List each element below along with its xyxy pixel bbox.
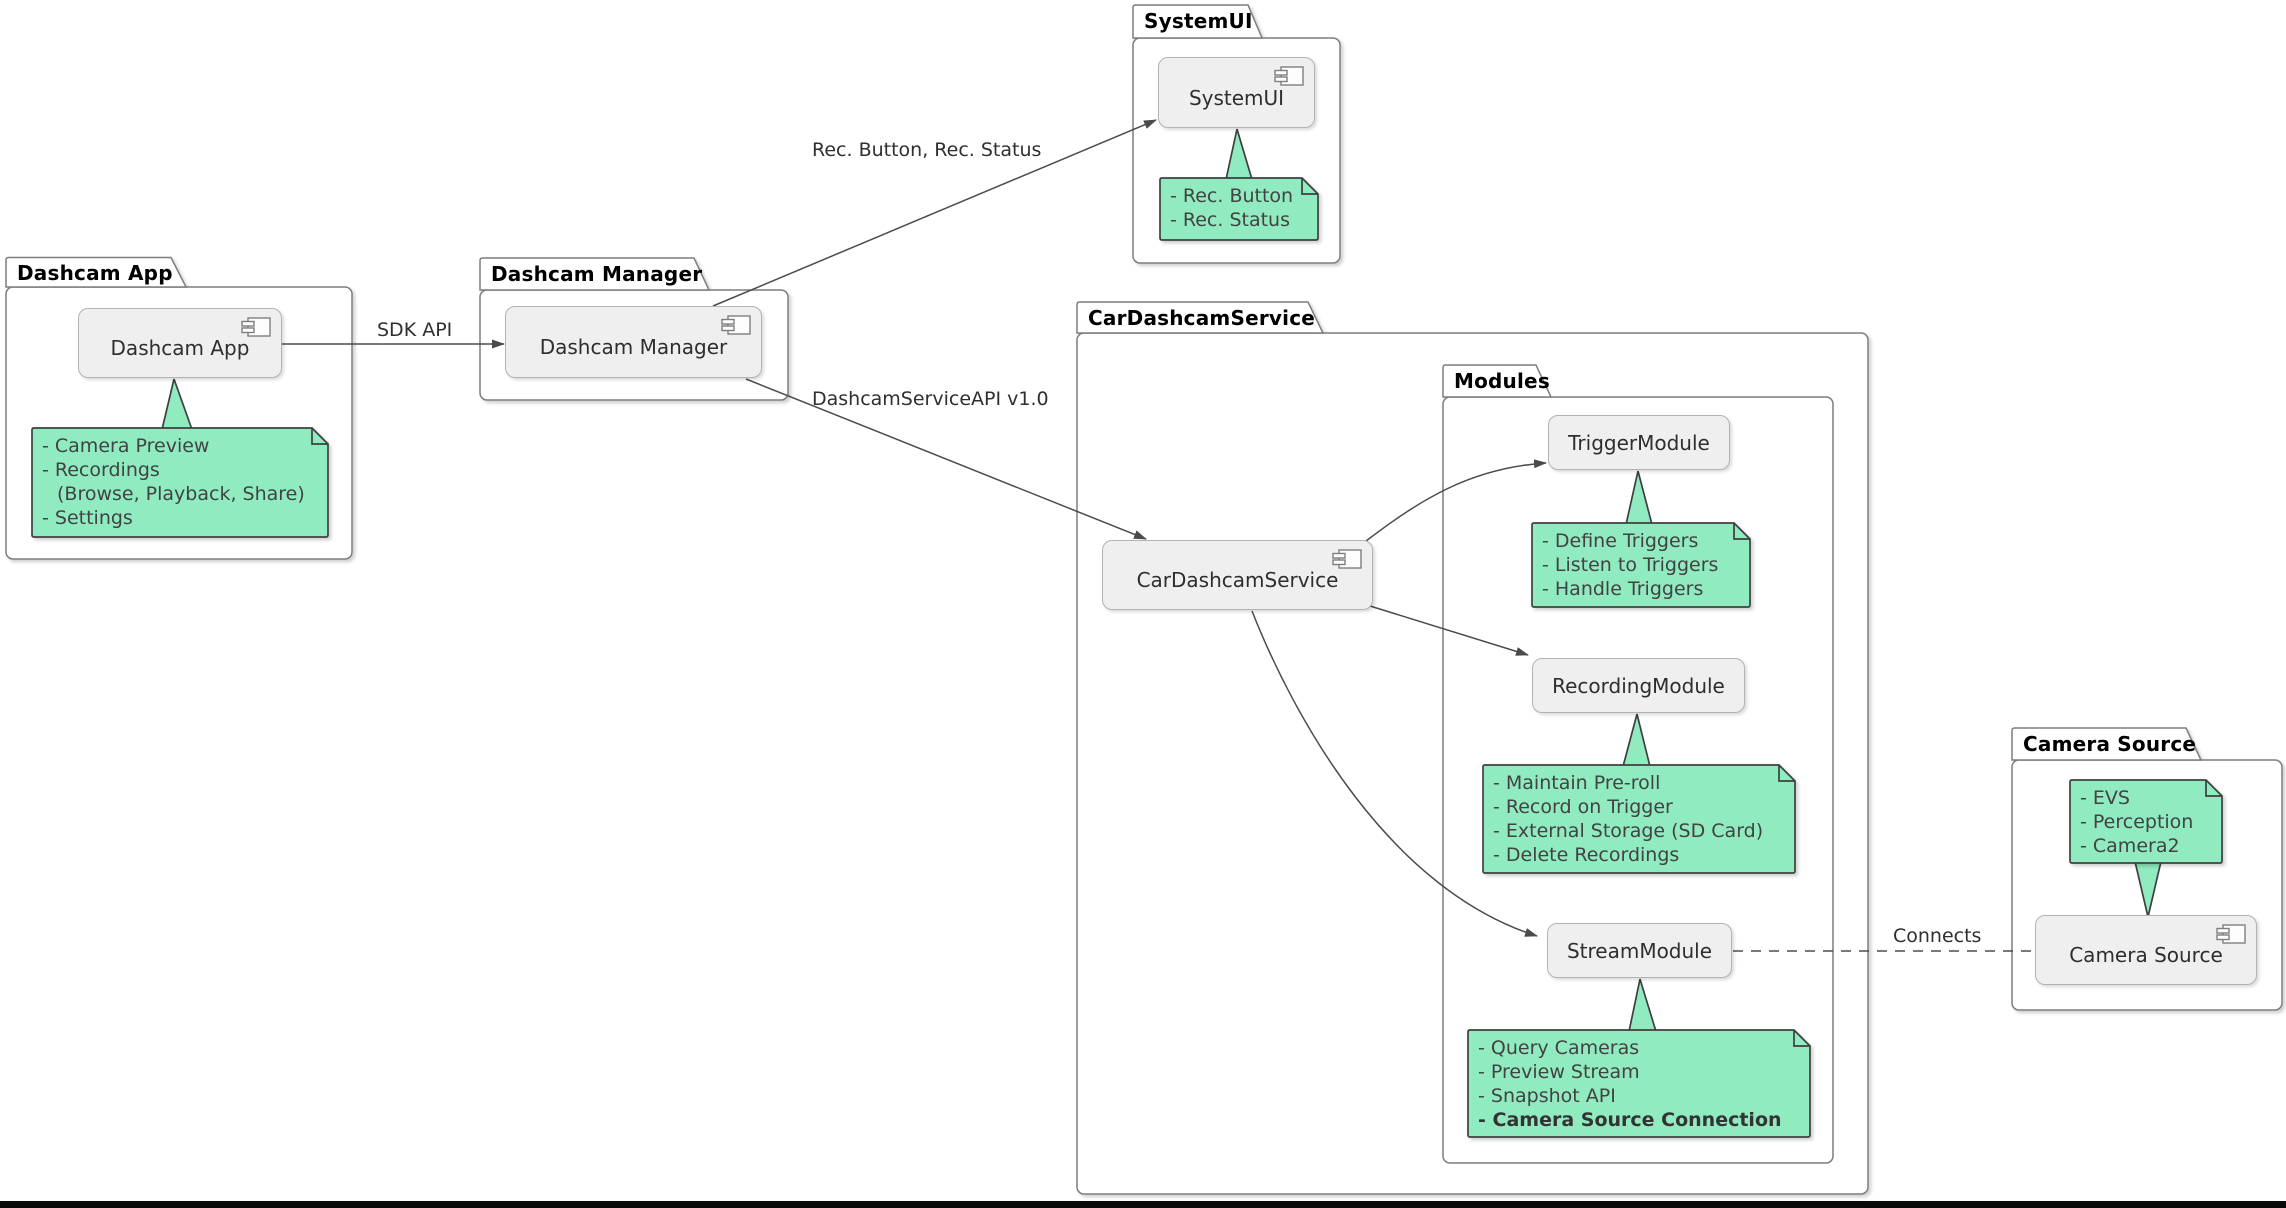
component-label: SystemUI — [1188, 85, 1285, 110]
package-title-camera-source: Camera Source — [2023, 732, 2197, 756]
component-label: StreamModule — [1566, 938, 1713, 963]
edge-service-to-trigger-module-line — [1365, 459, 1547, 542]
component-icon — [1332, 549, 1362, 569]
note-line: - Snapshot API — [1478, 1085, 1616, 1107]
note-line: - Settings — [42, 507, 133, 529]
bottom-black-bar — [0, 1201, 2286, 1208]
note-tail-systemui — [1225, 128, 1253, 180]
component-systemui: SystemUI — [1158, 57, 1315, 128]
component-label: CarDashcamService — [1136, 568, 1339, 592]
note-text-stream-module: - Query Cameras - Preview Stream - Snaps… — [1468, 1030, 1810, 1137]
edge-label-connects: Connects — [1893, 925, 1982, 947]
component-recording-module: RecordingModule — [1532, 658, 1745, 713]
note-line: - Camera2 — [2080, 835, 2180, 857]
component-dashcam-app: Dashcam App — [78, 308, 282, 378]
edge-service-to-recording-module-line — [1369, 605, 1529, 656]
edge-label-dashcam-service-api: DashcamServiceAPI v1.0 — [812, 388, 1049, 410]
component-icon — [721, 315, 751, 335]
edge-label-sdk-api: SDK API — [377, 319, 453, 341]
package-tab-car-dashcam-service — [1076, 301, 1325, 334]
component-label: Dashcam Manager — [539, 335, 728, 359]
component-camera-source: Camera Source — [2035, 915, 2257, 985]
note-line: - Handle Triggers — [1542, 578, 1704, 600]
package-tab-dashcam-manager — [479, 257, 711, 291]
note-text-trigger-module: - Define Triggers - Listen to Triggers -… — [1532, 523, 1750, 607]
package-title-systemui: SystemUI — [1144, 9, 1253, 33]
note-line: - Query Cameras — [1478, 1037, 1640, 1059]
component-trigger-module: TriggerModule — [1548, 415, 1730, 470]
note-line: - Record on Trigger — [1493, 796, 1673, 818]
component-car-dashcam-service: CarDashcamService — [1102, 540, 1373, 610]
note-stream-module — [1467, 1029, 1811, 1138]
note-text-systemui: - Rec. Button - Rec. Status — [1160, 178, 1318, 240]
note-line: - Recordings — [42, 459, 160, 481]
component-dashcam-manager: Dashcam Manager — [505, 306, 762, 378]
component-stream-module: StreamModule — [1547, 923, 1732, 978]
package-tab-modules — [1442, 364, 1553, 398]
package-tab-camera-source — [2011, 727, 2203, 761]
note-camera-source — [2069, 779, 2223, 864]
note-line: (Browse, Playback, Share) — [57, 483, 305, 505]
note-line: - Delete Recordings — [1493, 844, 1680, 866]
package-tab-systemui — [1132, 4, 1264, 39]
note-line: - Camera Source Connection — [1478, 1109, 1782, 1131]
component-label: Dashcam App — [110, 336, 250, 360]
component-label: Camera Source — [2069, 943, 2223, 967]
package-tab-dashcam-app — [5, 256, 188, 288]
note-dashcam-app — [31, 427, 329, 538]
note-line: - EVS — [2080, 787, 2130, 809]
note-text-recording-module: - Maintain Pre-roll - Record on Trigger … — [1483, 765, 1795, 873]
component-icon — [2216, 924, 2246, 944]
note-line: - Rec. Button — [1170, 185, 1294, 207]
note-line: - Rec. Status — [1170, 209, 1291, 231]
package-title-modules: Modules — [1454, 369, 1550, 393]
note-trigger-module — [1531, 522, 1751, 608]
note-tail-camera-source — [2134, 861, 2162, 918]
package-title-dashcam-manager: Dashcam Manager — [491, 262, 703, 286]
note-line: - Maintain Pre-roll — [1493, 772, 1661, 794]
note-line: - Listen to Triggers — [1542, 554, 1719, 576]
note-recording-module — [1482, 764, 1796, 874]
note-systemui — [1159, 177, 1319, 241]
note-tail-stream-module — [1628, 978, 1657, 1032]
edge-service-to-stream-module-line — [1251, 610, 1538, 937]
edge-dashcam-service-api-line — [745, 378, 1147, 540]
component-icon — [241, 317, 271, 337]
note-line: - Define Triggers — [1542, 530, 1699, 552]
edge-label-rec-button-status: Rec. Button, Rec. Status — [812, 139, 1042, 161]
package-title-car-dashcam-service: CarDashcamService — [1088, 306, 1316, 330]
note-line: - Perception — [2080, 811, 2194, 833]
note-tail-recording-module — [1622, 713, 1651, 767]
component-label: RecordingModule — [1552, 673, 1725, 698]
edge-rec-button-status-line — [712, 119, 1157, 307]
note-tail-dashcam-app — [161, 378, 193, 430]
note-text-camera-source: - EVS - Perception - Camera2 — [2070, 780, 2222, 863]
component-icon — [1274, 66, 1304, 86]
component-label: TriggerModule — [1568, 430, 1710, 455]
note-tail-trigger-module — [1625, 470, 1653, 525]
note-text-dashcam-app: - Camera Preview - Recordings (Browse, P… — [32, 428, 328, 537]
note-line: - Preview Stream — [1478, 1061, 1640, 1083]
note-line: - External Storage (SD Card) — [1493, 820, 1764, 842]
note-tails — [161, 128, 2162, 1032]
note-fold-lines — [311, 178, 2222, 1047]
note-line: - Camera Preview — [42, 435, 210, 457]
package-title-dashcam-app: Dashcam App — [17, 261, 173, 285]
